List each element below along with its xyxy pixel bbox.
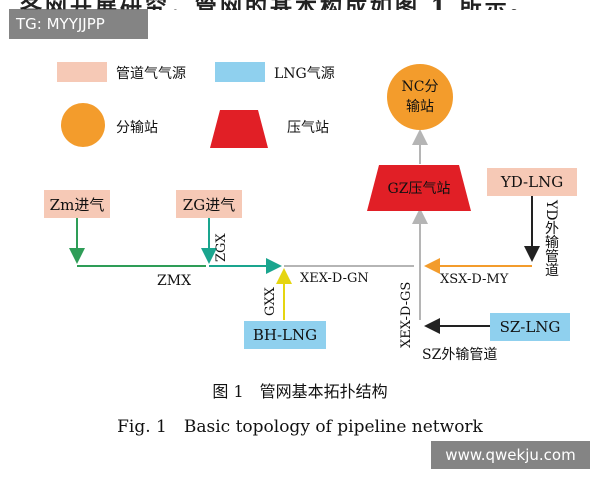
yd-lng-box: YD-LNG [487,168,577,196]
legend-lng-label: LNG气源 [274,66,335,82]
caption-chinese: 图 1 管网基本拓扑结构 [212,382,388,401]
xex-d-gs-label: XEX-D-GS [399,281,414,348]
legend-gas-label: 管道气气源 [116,66,186,82]
zg-source-box: ZG进气 [176,190,242,218]
gz-compressor-shape [367,165,471,211]
legend-compressor-label: 压气站 [287,120,329,136]
bh-lng-box: BH-LNG [244,321,326,349]
nc-station-label: NC分输站 [401,79,439,115]
xex-d-gn-label: XEX-D-GN [300,271,369,286]
sz-outbound-label: SZ外输管道 [422,347,498,363]
zm-source-box: Zm进气 [44,190,110,218]
gz-compressor-label: GZ压气站 [387,181,451,197]
xsx-d-my-label: XSX-D-MY [440,272,509,287]
legend-gas-swatch [57,62,107,82]
legend-lng-swatch [215,62,265,82]
yd-outbound-label: YD外输管道 [543,200,559,277]
legend-compressor-icon [210,110,268,148]
nc-station-circle [387,64,453,130]
gxx-label: GXX [263,287,278,316]
cut-off-text: 各网开展研究，管网的基本构成如图 1 所示。 [20,0,580,10]
watermark-top: TG: MYYJJPP [9,9,148,39]
sz-lng-box: SZ-LNG [490,313,570,341]
legend-distribution-icon [61,103,105,147]
watermark-bottom: www.qwekju.com [431,441,590,469]
caption-english: Fig. 1 Basic topology of pipeline networ… [117,417,483,437]
zmx-label: ZMX [157,273,192,289]
legend-distribution-label: 分输站 [116,120,158,136]
zgx-label: ZGX [214,233,229,262]
